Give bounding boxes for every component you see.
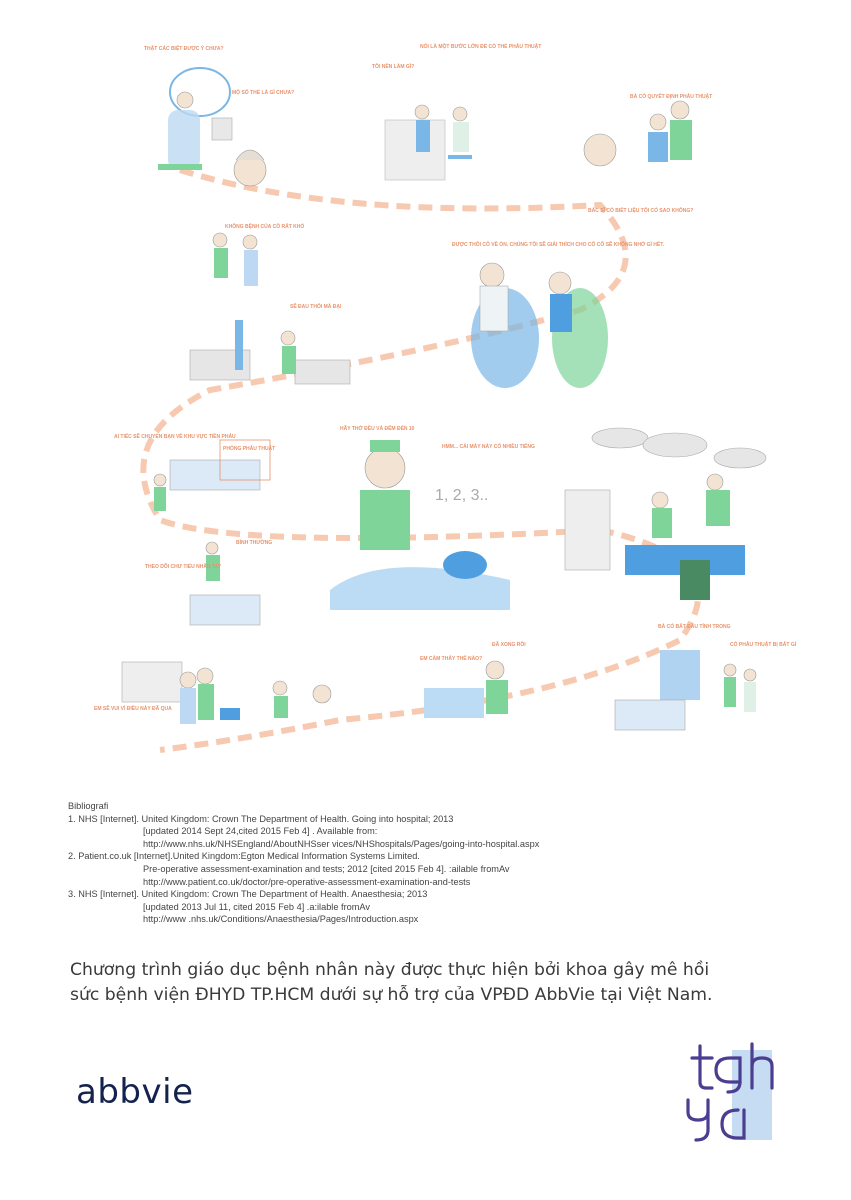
bibliography-line: http://www.nhs.uk/NHSEngland/AboutNHSser…: [143, 838, 540, 849]
panel-postop: EM CẢM THẤY THẾ NÀO? ĐÃ XONG RỒI: [272, 641, 526, 718]
bubble-5: BÀ CÓ QUYẾT ĐỊNH PHẪU THUẬT: [630, 92, 712, 100]
bibliography-line: http://www.patient.co.uk/doctor/pre-oper…: [143, 876, 471, 887]
bubble-12: AI TIẾC SẼ CHUYỂN BẠN VỀ KHU VỰC TIỀN PH…: [114, 433, 236, 440]
bubble-19: CÓ PHẪU THUẬT BỊ BẤT GÌ: [730, 640, 797, 648]
bibliography-line: Pre-operative assessment-examination and…: [143, 863, 510, 874]
journey-path: [140, 167, 701, 753]
credit-line-1: Chương trình giáo dục bệnh nhân này được…: [70, 960, 710, 980]
panel-recovery-ward: BÀ CÓ BẮT ĐẦU TỈNH TRONG CÓ PHẪU THUẬT B…: [614, 622, 797, 731]
panel-going-home: EM SẼ VUI VÌ ĐIỀU NÀY ĐÃ QUA: [94, 661, 240, 724]
panel-preop: PHÒNG PHẪU THUẬT AI TIẾC SẼ CHUYỂN BẠN V…: [114, 433, 275, 511]
panel-mirror: THẬT CÁC BIỆT ĐƯỢC Ý CHƯA? MỘ SỐ THỂ LÀ …: [144, 44, 294, 187]
panel-consultation: TÔI NÊN LÀM GÌ? NÓI LÀ MỘT BƯỚC LỚN ĐỂ C…: [372, 42, 541, 181]
patient-journey-illustration: THẬT CÁC BIỆT ĐƯỢC Ý CHƯA? MỘ SỐ THỂ LÀ …: [94, 42, 797, 753]
bubble-11: HMM... CÁI MÁY NÀY CÓ NHIỀU TIẾNG: [442, 442, 535, 450]
bibliography-list: 1. NHS [Internet]. United Kingdom: Crown…: [68, 813, 788, 926]
abbvie-logo: abbvie: [76, 1072, 194, 1112]
bubble-10: HÃY THỞ ĐỀU VÀ ĐẾM ĐẾN 10: [340, 425, 415, 432]
bibliography-line: [updated 2014 Sept 24,cited 2015 Feb 4] …: [143, 826, 378, 837]
bubble-8: KHÔNG BỆNH CỦA CÔ RẤT KHÓ: [225, 222, 304, 230]
bubble-4: NÓI LÀ MỘT BƯỚC LỚN ĐỂ CÓ THỂ PHẪU THUẬT: [420, 42, 541, 50]
bubble-2: MỘ SỐ THỂ LÀ GÌ CHƯA?: [232, 88, 294, 96]
panel-recovery: BÌNH THƯỜNG THEO DÕI CHƯ TIỂU NHÂN TAY: [145, 538, 272, 626]
panel-reception: KHÔNG BỆNH CỦA CÔ RẤT KHÓ: [212, 222, 304, 286]
counting-text: 1, 2, 3..: [435, 487, 488, 504]
panel-operating-room: [564, 427, 767, 600]
bubble-13: BÌNH THƯỜNG: [236, 538, 272, 546]
bubble-9: SẼ ĐAU THÔI MÀ ĐẠI: [290, 302, 342, 310]
credit-line-2: sức bệnh viện ĐHYD TP.HCM dưới sự hỗ trợ…: [70, 985, 713, 1005]
panel-ward: SẼ ĐAU THÔI MÀ ĐẠI: [189, 302, 351, 385]
bubble-18: BÀ CÓ BẮT ĐẦU TỈNH TRONG: [658, 622, 731, 630]
panel-anesthetist: ĐƯỢC THÔI CÔ VỀ ỔN. CHÚNG TÔI SẼ GIẢI TH…: [452, 206, 693, 388]
bubble-7: BÁC SĨ CÓ BIẾT LIỆU TÔI CÓ SAO KHÔNG?: [588, 206, 693, 214]
panel-induction: 1, 2, 3.. HÃY THỞ ĐỀU VÀ ĐẾM ĐẾN 10 HMM.…: [330, 425, 535, 610]
bibliography-line: [updated 2013 Jul 11, cited 2015 Feb 4] …: [143, 901, 370, 912]
sign-theatre: PHÒNG PHẪU THUẬT: [223, 444, 275, 452]
bubble-15: EM SẼ VUI VÌ ĐIỀU NÀY ĐÃ QUA: [94, 704, 172, 712]
bibliography-heading: Bibliografi: [68, 801, 109, 811]
bubble-3: TÔI NÊN LÀM GÌ?: [372, 62, 414, 70]
bibliography-line: 2. Patient.co.uk [Internet].United Kingd…: [68, 851, 420, 862]
credit-text: Chương trình giáo dục bệnh nhân này được…: [70, 958, 830, 1008]
bibliography: Bibliografi 1. NHS [Internet]. United Ki…: [68, 800, 788, 926]
bibliography-line: http://www .nhs.uk/Conditions/Anaesthesi…: [143, 914, 419, 925]
panel-couple: BÀ CÓ QUYẾT ĐỊNH PHẪU THUẬT: [583, 92, 712, 167]
bubble-17: ĐÃ XONG RỒI: [492, 641, 526, 648]
bubble-6: ĐƯỢC THÔI CÔ VỀ ỔN. CHÚNG TÔI SẼ GIẢI TH…: [452, 240, 665, 248]
bubble-14: THEO DÕI CHƯ TIỂU NHÂN TAY: [145, 563, 222, 570]
bubble-1: THẬT CÁC BIỆT ĐƯỢC Ý CHƯA?: [144, 44, 224, 52]
bubble-16: EM CẢM THẤY THẾ NÀO?: [420, 655, 482, 662]
bibliography-line: 3. NHS [Internet]. United Kingdom: Crown…: [68, 889, 428, 900]
hospital-logo: [686, 1042, 774, 1142]
bibliography-line: 1. NHS [Internet]. United Kingdom: Crown…: [68, 813, 454, 824]
